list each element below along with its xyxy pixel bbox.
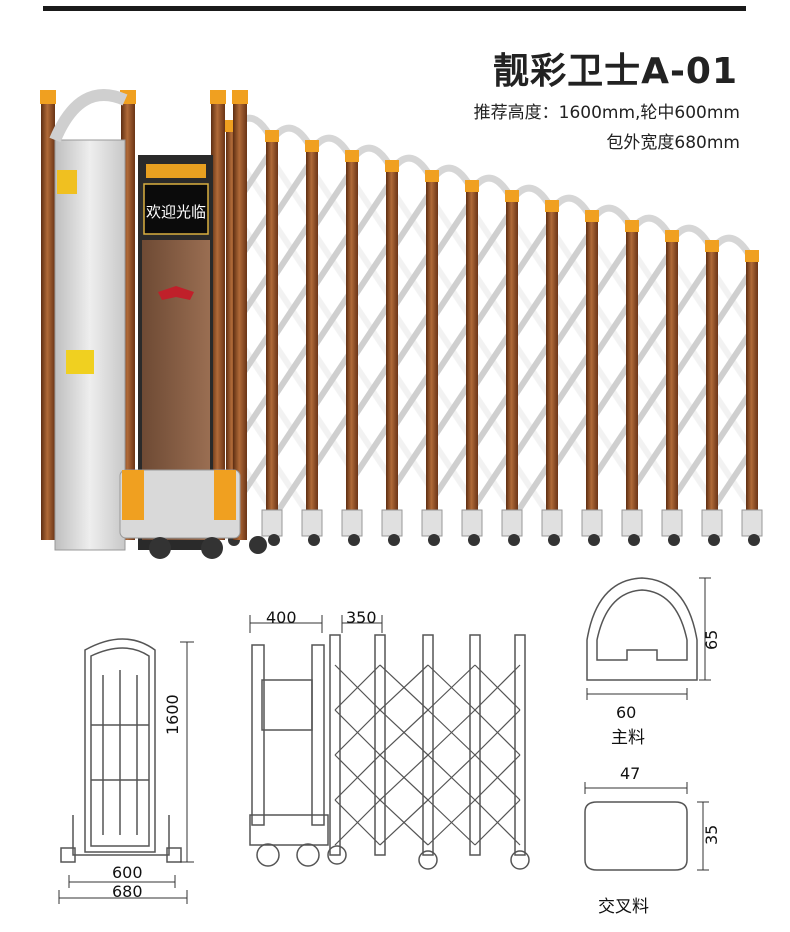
amber-cap-left: [122, 470, 144, 520]
front-view-drawing: [249, 615, 530, 870]
cabinet-wheel-2: [201, 537, 223, 559]
gate-post: [426, 180, 438, 530]
warning-sticker-icon: [57, 170, 77, 194]
spec-height: 推荐高度：1600mm,轮中600mm: [473, 103, 740, 123]
gate-post: [466, 190, 478, 530]
main-profile-caption: 主料: [611, 728, 645, 748]
front-section-label: 350: [346, 608, 377, 627]
side-width-label: 680: [112, 882, 143, 901]
cabinet-post: [233, 100, 247, 540]
gate-post: [666, 240, 678, 530]
gate-post: [586, 220, 598, 530]
product-title: 靓彩卫士A-01: [493, 51, 738, 92]
gate-product-photo: 欢迎光临: [40, 89, 763, 559]
gate-post: [346, 160, 358, 530]
cabinet-post: [211, 100, 225, 540]
side-height-label: 1600: [163, 694, 182, 735]
gate-post: [266, 140, 278, 530]
gate-post: [506, 200, 518, 530]
display-text: 欢迎光临: [146, 203, 206, 221]
main-profile-height-label: 65: [702, 629, 721, 650]
cabinet-base: [119, 469, 241, 539]
gate-post: [386, 170, 398, 530]
gate-posts: [40, 90, 763, 546]
cabinet-post: [41, 100, 55, 540]
cabinet-wheel-3: [249, 536, 267, 554]
top-rule: [43, 6, 746, 11]
cross-profile-drawing: [584, 782, 709, 871]
logo-icon: [158, 286, 194, 300]
cabinet-arch: [49, 89, 128, 143]
gate-post: [306, 150, 318, 530]
side-view-drawing: [58, 638, 194, 904]
amber-cap-right: [214, 470, 236, 520]
front-cabinet-label: 400: [266, 608, 297, 627]
main-profile-drawing: [586, 577, 711, 700]
gate-post: [626, 230, 638, 530]
gate-post: [546, 210, 558, 530]
display-screen: [143, 183, 209, 235]
spec-width: 包外宽度680mm: [606, 133, 740, 153]
cross-profile-caption: 交叉料: [598, 897, 649, 917]
cabinet-side-panel: [54, 139, 126, 551]
cross-profile-height-label: 35: [702, 824, 721, 845]
gate-post: [706, 250, 718, 530]
cross-profile-width-label: 47: [620, 764, 641, 783]
gate-post: [746, 260, 758, 530]
label-sticker-icon: [66, 350, 94, 374]
led-strip: [146, 164, 206, 178]
main-profile-width-label: 60: [616, 703, 637, 722]
side-wheel-label: 600: [112, 863, 143, 882]
cabinet-wheel-1: [149, 537, 171, 559]
